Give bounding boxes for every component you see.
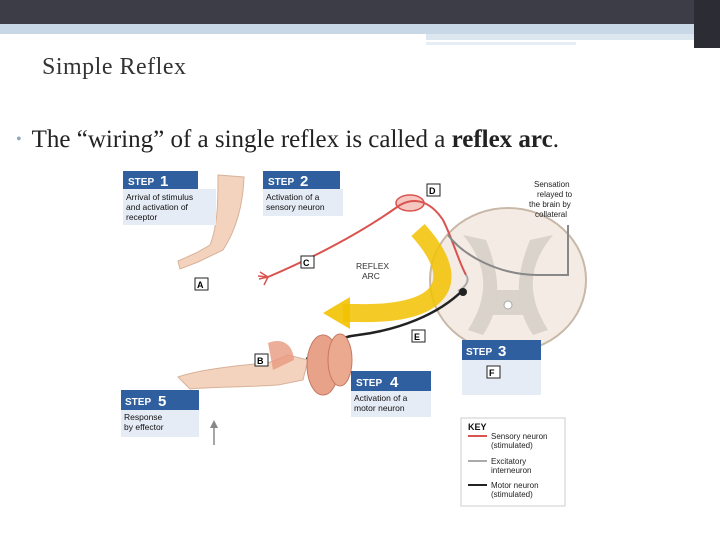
marker-d: D	[426, 183, 441, 197]
key-title: KEY	[468, 422, 487, 432]
sensation-line2: relayed to	[537, 190, 573, 199]
step-2-line2: sensory neuron	[266, 202, 325, 212]
reflex-arc-diagram: STEP 1 Arrival of stimulus and activatio…	[118, 165, 588, 510]
slide-title: Simple Reflex	[42, 54, 187, 80]
forearm-upper	[177, 174, 245, 270]
bullet-item: • The “wiring” of a single reflex is call…	[16, 126, 559, 154]
step-5-box: STEP 5 Response by effector	[121, 390, 199, 437]
step-2-tag: STEP	[268, 177, 294, 188]
reflex-arc-label-2: ARC	[362, 271, 380, 281]
step-1-line3: receptor	[126, 212, 157, 222]
collateral-path	[447, 225, 569, 276]
decor-stripe-2	[426, 34, 694, 40]
svg-text:F: F	[489, 368, 495, 378]
key-item-2-line1: Excitatory	[491, 457, 526, 466]
step-2-box: STEP 2 Activation of a sensory neuron	[263, 171, 343, 216]
svg-text:B: B	[257, 356, 264, 366]
step-4-line1: Activation of a	[354, 393, 408, 403]
svg-text:E: E	[414, 332, 420, 342]
bullet-prefix: The “wiring” of a single reflex is calle…	[31, 126, 452, 153]
marker-f: F	[486, 365, 501, 379]
step-4-line2: motor neuron	[354, 403, 405, 413]
decor-stripe-3	[426, 42, 576, 45]
step-4-tag: STEP	[356, 378, 382, 389]
bullet-icon: •	[16, 131, 22, 148]
sensation-line1: Sensation	[534, 180, 570, 189]
svg-text:D: D	[429, 186, 436, 196]
marker-c: C	[300, 255, 315, 269]
step-2-number: 2	[300, 173, 308, 190]
title-bar-corner	[694, 0, 720, 48]
svg-text:A: A	[197, 280, 204, 290]
muscle	[268, 340, 294, 370]
step-2-line1: Activation of a	[266, 192, 320, 202]
marker-a: A	[194, 277, 209, 291]
legend-key: KEY Sensory neuron (stimulated) Excitato…	[460, 417, 566, 507]
key-item-1-line1: Sensory neuron	[491, 432, 547, 441]
step-4-box: STEP 4 Activation of a motor neuron	[351, 371, 431, 417]
marker-e: E	[411, 329, 426, 343]
decor-stripe	[0, 24, 694, 34]
bullet-emphasis: reflex arc	[451, 126, 553, 153]
key-item-1-line2: (stimulated)	[491, 441, 533, 450]
step-5-line1: Response	[124, 412, 163, 422]
reflex-arc-arrow	[343, 223, 452, 323]
step-3-box: STEP 3	[462, 340, 541, 395]
marker-b: B	[254, 353, 269, 367]
sensory-neuron	[267, 200, 467, 278]
step-3-number: 3	[498, 343, 506, 360]
key-item-3-line2: (stimulated)	[491, 490, 533, 499]
step-5-number: 5	[158, 393, 166, 410]
motor-cell-body	[459, 288, 467, 296]
step-1-tag: STEP	[128, 177, 154, 188]
svg-text:C: C	[303, 258, 310, 268]
step-5-tag: STEP	[125, 397, 151, 408]
sensory-dendrites	[257, 271, 269, 286]
key-item-3-line1: Motor neuron	[491, 481, 539, 490]
reflex-arc-svg: STEP 1 Arrival of stimulus and activatio…	[121, 171, 587, 507]
spinal-cord	[429, 207, 587, 353]
sensation-line4: collateral	[535, 210, 567, 219]
step-3-tag: STEP	[466, 347, 492, 358]
response-arrowhead	[210, 420, 218, 428]
title-bar	[0, 0, 720, 24]
step-5-line2: by effector	[124, 422, 164, 432]
arc-arrowhead	[323, 297, 350, 329]
step-4-number: 4	[390, 374, 399, 391]
step-1-line1: Arrival of stimulus	[126, 192, 193, 202]
key-item-2-line2: interneuron	[491, 466, 531, 475]
dorsal-root-ganglion	[395, 194, 425, 212]
muscle-fibers	[306, 333, 353, 396]
bullet-suffix: .	[552, 126, 559, 153]
reflex-arc-label-1: REFLEX	[356, 261, 389, 271]
step-1-number: 1	[160, 173, 168, 190]
sensation-line3: the brain by	[529, 200, 571, 209]
step-1-line2: and activation of	[126, 202, 189, 212]
step-1-box: STEP 1 Arrival of stimulus and activatio…	[123, 171, 216, 225]
